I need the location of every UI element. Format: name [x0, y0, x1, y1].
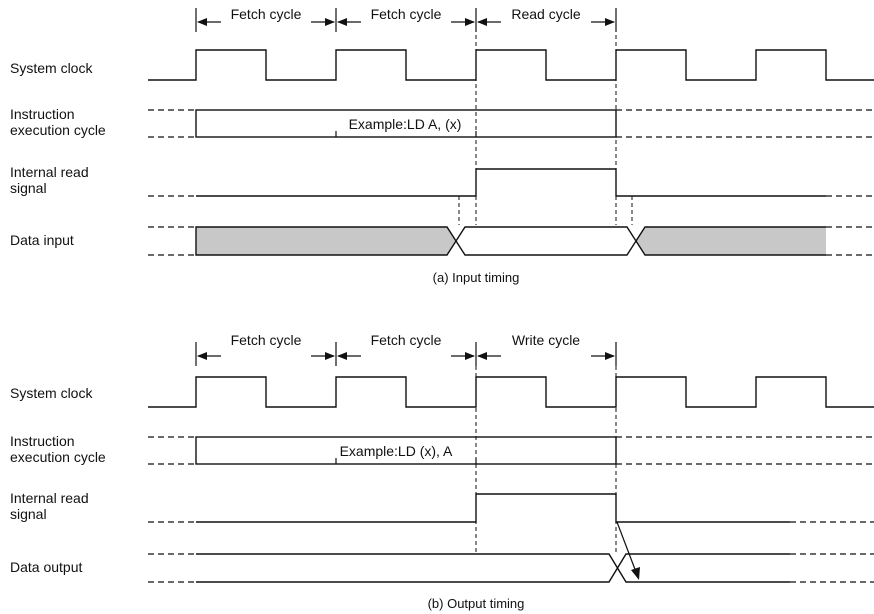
- caption-input-timing: (a) Input timing: [433, 270, 520, 285]
- label-exec-cycle-line1: Instruction: [10, 433, 75, 449]
- arrowhead-left: [337, 352, 347, 360]
- example-instruction: Example:LD A, (x): [349, 116, 462, 132]
- arrowhead-left: [337, 18, 347, 26]
- cycle-markers: Fetch cycle Fetch cycle Write cycle: [195, 332, 617, 366]
- arrowhead-left: [477, 352, 487, 360]
- label-read-signal-line1: Internal read: [10, 490, 89, 506]
- example-instruction: Example:LD (x), A: [340, 443, 453, 459]
- label-read-signal-line1: Internal read: [10, 164, 89, 180]
- read-signal-waveform: [148, 493, 874, 523]
- cycle-markers: Fetch cycle Fetch cycle Read cycle: [195, 6, 617, 32]
- label-exec-cycle-line1: Instruction: [10, 106, 75, 122]
- panel-output-timing: Fetch cycle Fetch cycle Write cycle Syst…: [10, 332, 874, 611]
- arrowhead-left: [477, 18, 487, 26]
- data-input-waveform: [148, 226, 874, 256]
- data-output-waveform: [148, 553, 874, 583]
- label-exec-cycle-line2: execution cycle: [10, 449, 106, 465]
- arrowhead-right: [325, 352, 335, 360]
- label-read-signal-line2: signal: [10, 180, 47, 196]
- caption-output-timing: (b) Output timing: [428, 596, 525, 611]
- exec-cycle-waveform: [148, 436, 874, 465]
- label-system-clock: System clock: [10, 60, 93, 76]
- invalid-data-region: [636, 227, 826, 255]
- read-signal-waveform: [148, 168, 874, 197]
- cycle-label-fetch-1: Fetch cycle: [231, 6, 302, 22]
- arrowhead-right: [465, 352, 475, 360]
- arrowhead-left: [197, 352, 207, 360]
- cycle-label-fetch-2: Fetch cycle: [371, 6, 442, 22]
- cycle-label-write: Write cycle: [512, 332, 580, 348]
- arrowhead-right: [465, 18, 475, 26]
- cycle-label-fetch-2: Fetch cycle: [371, 332, 442, 348]
- label-exec-cycle-line2: execution cycle: [10, 122, 106, 138]
- cycle-label-read: Read cycle: [511, 6, 580, 22]
- label-read-signal-line2: signal: [10, 506, 47, 522]
- panel-input-timing: Fetch cycle Fetch cycle Read cycle Syste…: [10, 6, 874, 285]
- arrowhead-right: [325, 18, 335, 26]
- cycle-label-fetch-1: Fetch cycle: [231, 332, 302, 348]
- label-data-output: Data output: [10, 559, 82, 575]
- causality-arrow: [616, 521, 637, 573]
- valid-data-region: [455, 226, 637, 256]
- causality-arrowhead: [631, 567, 640, 580]
- arrowhead-left: [197, 18, 207, 26]
- system-clock-waveform: [148, 49, 874, 81]
- label-data-input: Data input: [10, 232, 74, 248]
- system-clock-waveform: [148, 376, 874, 408]
- arrowhead-right: [605, 18, 615, 26]
- label-system-clock: System clock: [10, 385, 93, 401]
- arrowhead-right: [605, 352, 615, 360]
- exec-cycle-waveform: [148, 109, 874, 138]
- invalid-data-region: [195, 226, 457, 256]
